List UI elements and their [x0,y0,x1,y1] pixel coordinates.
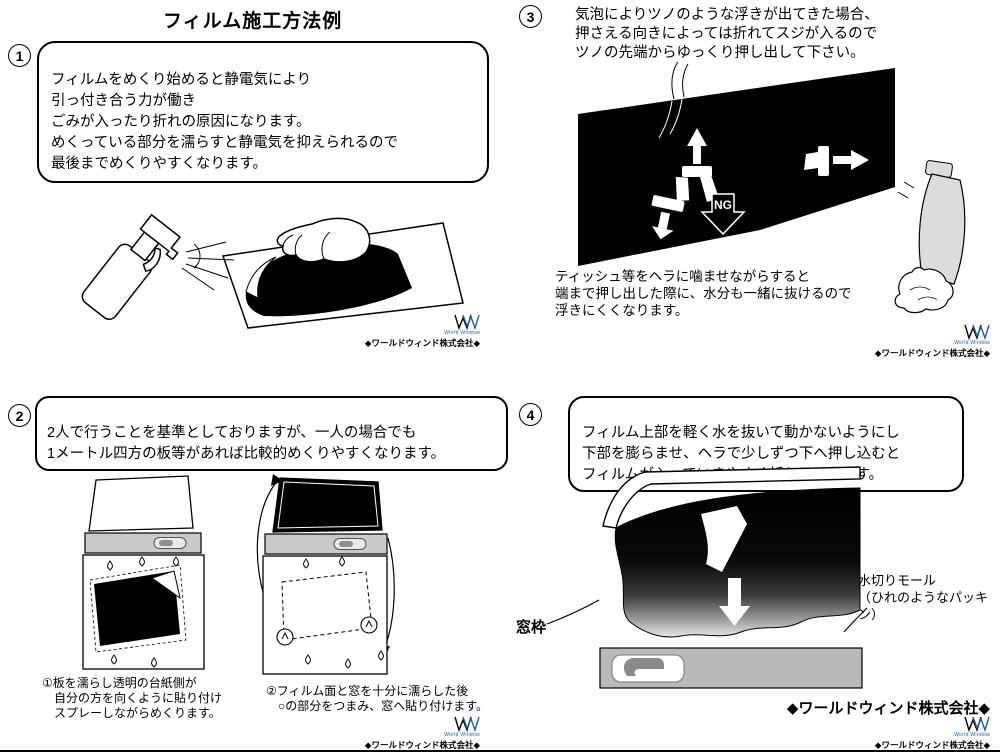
step1-number: 1 [8,44,31,67]
film-outline-dashed [276,571,378,646]
door-trim-band [84,532,202,554]
logo-subtext: World Window [444,732,480,738]
world-window-logo-icon [964,324,990,340]
film-gradient-shape [614,487,861,638]
spray-mist-lines [181,241,235,291]
door-handle-icon [623,658,664,676]
molding-pointer-line [843,607,868,633]
hand-icon [276,217,371,263]
step1-textbox: フィルムをめくり始めると静電気により 引っ付き合う力が働き ごみが入ったり折れの… [37,41,489,183]
company-name: ◆ワールドウィンド株式会社◆ [364,740,480,750]
company-name: ◆ワールドウィンド株式会社◆ [364,338,480,348]
signature-block-3: World Window ◆ワールドウィンド株式会社◆ [870,324,990,359]
film-on-backing [89,564,187,653]
ng-label: NG [714,198,732,212]
step3-instruction-text: 気泡によりツノのような浮きが出てきた場合、 押さえる向きによっては折れてスジが入… [575,7,879,61]
tinted-window [578,62,895,266]
step2-caption-left: ①板を濡らし透明の台紙側が 自分の方を向くように貼り付け スプレーしながらめくり… [42,676,223,720]
window-frame-pointer-line [546,599,600,625]
logo-subtext: World Window [954,732,990,738]
step2-instruction-text: 2人で行うことを基準としておりますが、一人の場合でも 1メートル四方の板等があれ… [47,425,446,462]
step3-number-digit: 3 [526,8,535,25]
logo-subtext: World Window [444,330,480,336]
company-name: ◆ワールドウィンド株式会社◆ [874,348,990,358]
signature-block-2: World Window ◆ワールドウィンド株式会社◆ [360,716,480,751]
door-sill [599,647,863,689]
step2-number-digit: 2 [15,407,24,424]
squeegee-silhouette-icon [701,506,747,572]
window-frame-label: 窓枠 [516,619,547,636]
world-window-logo-icon [454,716,480,732]
company-name-bold: ◆ワールドウィンド株式会社◆ [786,700,990,717]
world-window-logo-icon [454,314,480,330]
bottom-border-line [0,750,1000,752]
spray-bottle-icon [81,213,182,320]
world-window-logo-icon [964,716,990,732]
door-trim-band [264,533,388,555]
step4-number: 4 [519,403,542,426]
glass-with-film [272,477,383,533]
step2-number: 2 [8,404,31,427]
signature-block-4: World Window ◆ワールドウィンド株式会社◆ [870,716,990,751]
step3-number: 3 [519,5,542,28]
signature-block-1: World Window ◆ワールドウィンド株式会社◆ [360,314,480,349]
squeegee-right-icon [804,146,869,176]
squeegee-with-tissue-icon [894,160,966,314]
step2-textbox: 2人で行うことを基準としておりますが、一人の場合でも 1メートル四方の板等があれ… [35,396,508,471]
step3-bubble-pushout-illustration: NG [578,62,966,314]
step2-caption-right: ②フィルム面と窓を十分に濡らした後 ○の部分をつまみ、窓へ貼り付けます。 [266,684,489,713]
ng-arrow-icon: NG [700,193,746,236]
step4-press-down-illustration [546,466,868,689]
door-panel [262,555,388,675]
door-glass [88,475,194,532]
window-frame-shape [602,466,861,529]
step1-instruction-text: フィルムをめくり始めると静電気により 引っ付き合う力が働き ごみが入ったり折れの… [51,72,398,172]
molding-label: 水切りモール （ひれのようなパッキン） [858,573,989,622]
water-droplet-icons [303,556,384,669]
press-down-arrow-icon [719,578,750,626]
page-title: フィルム施工方法例 [163,11,343,32]
step2-board-peel-illustration [82,475,205,670]
step2-window-apply-illustration [256,474,395,675]
step3-tip-text: ティッシュ等をヘラに噛ませながらすると 端まで押し出した際に、水分も一緒に抜ける… [555,269,852,318]
step1-number-digit: 1 [15,47,24,64]
squeegee-down-icon [651,177,690,240]
step4-number-digit: 4 [526,406,535,423]
water-droplet-icons [107,556,179,668]
step1-spray-peel-illustration [81,213,464,329]
company-name: ◆ワールドウィンド株式会社◆ [874,740,990,750]
logo-subtext: World Window [954,340,990,346]
